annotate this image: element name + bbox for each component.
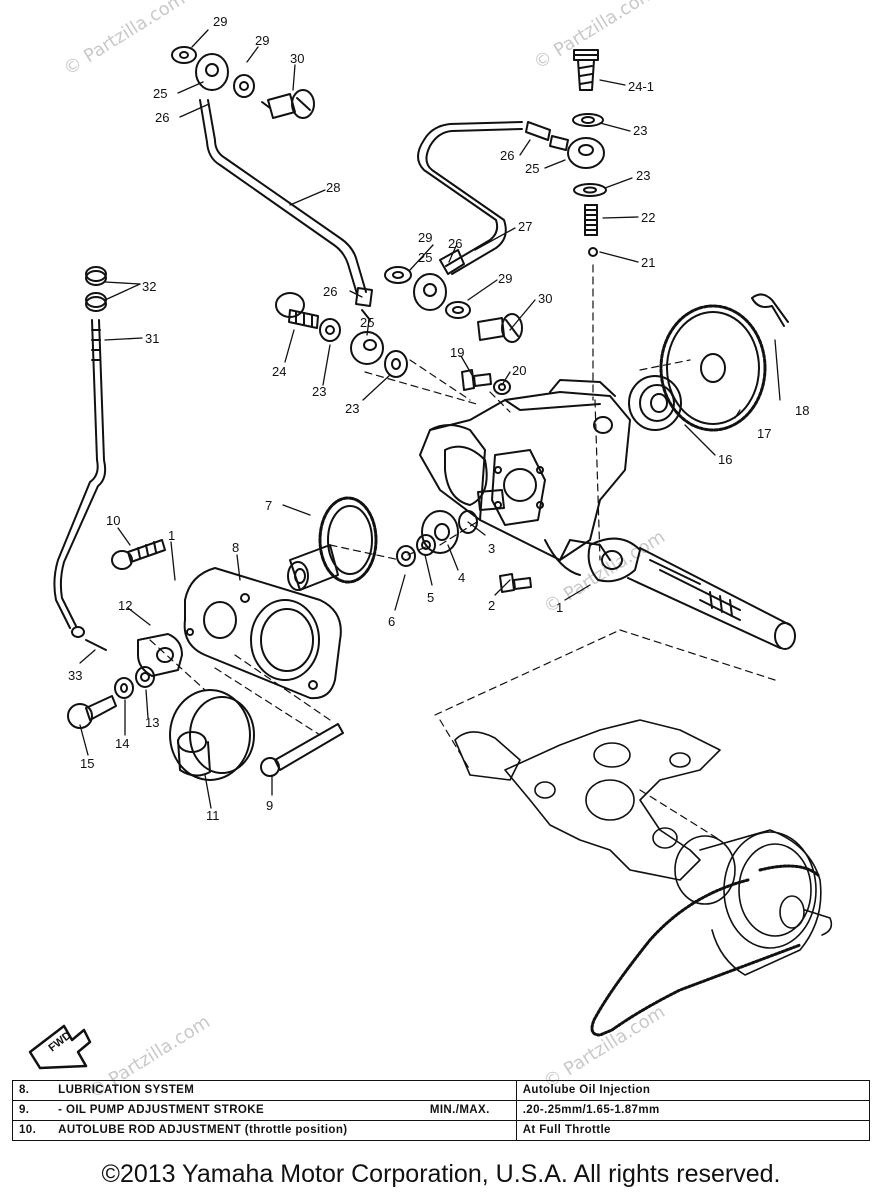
oil-pipe-27	[417, 121, 523, 275]
pump-gear-7	[287, 496, 378, 591]
check-valve-assembly	[525, 49, 607, 257]
callout-9: 9	[266, 798, 273, 813]
small-parts-2-6	[396, 510, 532, 593]
bolt-10	[111, 539, 166, 570]
callout-21: 21	[641, 255, 655, 270]
banjo-fitting-top-left	[171, 46, 315, 119]
callout-30: 30	[538, 291, 552, 306]
spec-label-text: AUTOLUBE ROD ADJUSTMENT (throttle positi…	[58, 1124, 348, 1136]
table-row: 9. - OIL PUMP ADJUSTMENT STROKE MIN./MAX.…	[12, 1100, 871, 1121]
callout-26: 26	[323, 284, 337, 299]
spec-label: - OIL PUMP ADJUSTMENT STROKE MIN./MAX.	[52, 1100, 517, 1121]
callout-25: 25	[360, 315, 374, 330]
callout-5: 5	[427, 590, 434, 605]
callout-6: 6	[388, 614, 395, 629]
spec-label: AUTOLUBE ROD ADJUSTMENT (throttle positi…	[52, 1120, 517, 1141]
callout-8: 8	[232, 540, 239, 555]
callout-23: 23	[312, 384, 326, 399]
callout-27: 27	[518, 219, 532, 234]
spec-value: .20-.25mm/1.65-1.87mm	[515, 1100, 871, 1121]
callout-23: 23	[636, 168, 650, 183]
spec-value: At Full Throttle	[515, 1120, 871, 1141]
callout-22: 22	[641, 210, 655, 225]
callout-26: 26	[500, 148, 514, 163]
callout-14: 14	[115, 736, 129, 751]
callout-19: 19	[450, 345, 464, 360]
callout-16: 16	[718, 452, 732, 467]
bolt-9	[260, 723, 344, 777]
callout-15: 15	[80, 756, 94, 771]
callout-29: 29	[498, 271, 512, 286]
callout-29: 29	[255, 33, 269, 48]
callout-25: 25	[525, 161, 539, 176]
crankcase-section	[454, 719, 833, 976]
worm-gear-17	[659, 304, 767, 432]
spec-label-text: - OIL PUMP ADJUSTMENT STROKE	[58, 1104, 265, 1116]
bolt-15-washers	[67, 666, 155, 729]
callout-24: 24	[272, 364, 286, 379]
callout-32: 32	[142, 279, 156, 294]
callout-26: 26	[155, 110, 169, 125]
callout-33: 33	[68, 668, 82, 683]
shaft-1	[587, 537, 796, 650]
callout-3: 3	[488, 541, 495, 556]
pump-cover-8	[183, 567, 342, 700]
callout-25: 25	[153, 86, 167, 101]
callout-20: 20	[512, 363, 526, 378]
specifications-table: 8. LUBRICATION SYSTEM Autolube Oil Injec…	[12, 1080, 871, 1141]
cotter-pin-18	[751, 293, 789, 327]
callout-25: 25	[418, 250, 432, 265]
center-banjo-fittings	[275, 249, 523, 378]
callout-7: 7	[265, 498, 272, 513]
callout-1: 1	[168, 528, 175, 543]
callout-24-1: 24-1	[628, 79, 654, 94]
callout-numbers: 29 29 30 25 26 28 24-1 23 26 25 23 22 21…	[68, 14, 809, 823]
callout-4: 4	[458, 570, 465, 585]
nuts-32	[85, 266, 107, 312]
callout-1: 1	[556, 600, 563, 615]
callout-29: 29	[213, 14, 227, 29]
copyright-notice: ©2013 Yamaha Motor Corporation, U.S.A. A…	[101, 1160, 781, 1188]
table-row: 10. AUTOLUBE ROD ADJUSTMENT (throttle po…	[12, 1120, 871, 1141]
alignment-lines	[149, 264, 776, 841]
fwd-arrow-icon: FWD	[28, 1024, 92, 1070]
callout-2: 2	[488, 598, 495, 613]
oil-pipe-28	[199, 99, 367, 295]
spec-label: LUBRICATION SYSTEM	[52, 1080, 517, 1101]
callout-11: 11	[206, 808, 220, 823]
oil-pump-body	[419, 379, 631, 576]
callout-10: 10	[106, 513, 120, 528]
callout-31: 31	[145, 331, 159, 346]
drive-chain	[590, 864, 820, 1037]
cap-11	[169, 689, 255, 781]
leader-lines	[79, 29, 781, 809]
callout-26: 26	[448, 236, 462, 251]
spec-range: MIN./MAX.	[429, 1104, 490, 1116]
table-row: 8. LUBRICATION SYSTEM Autolube Oil Injec…	[12, 1080, 871, 1101]
row-number: 10.	[12, 1120, 53, 1141]
callout-18: 18	[795, 403, 809, 418]
exploded-parts-diagram: FWD 29 29 30 25 26 28 24-1 23 26 25 23 2…	[28, 14, 833, 1070]
callout-30: 30	[290, 51, 304, 66]
row-number: 8.	[12, 1080, 53, 1101]
callout-17: 17	[757, 426, 771, 441]
callout-29: 29	[418, 230, 432, 245]
callout-12: 12	[118, 598, 132, 613]
callout-13: 13	[145, 715, 159, 730]
spec-value: Autolube Oil Injection	[515, 1080, 871, 1101]
adjust-plate-12	[137, 633, 183, 677]
row-number: 9.	[12, 1100, 53, 1121]
callout-23: 23	[345, 401, 359, 416]
callout-23: 23	[633, 123, 647, 138]
spec-label-text: LUBRICATION SYSTEM	[58, 1084, 195, 1096]
callout-28: 28	[326, 180, 340, 195]
autolube-rod-31	[53, 319, 107, 651]
fwd-label: FWD	[46, 1029, 73, 1054]
bolt-19-washer-20	[461, 369, 511, 395]
bearing-16	[628, 375, 682, 431]
